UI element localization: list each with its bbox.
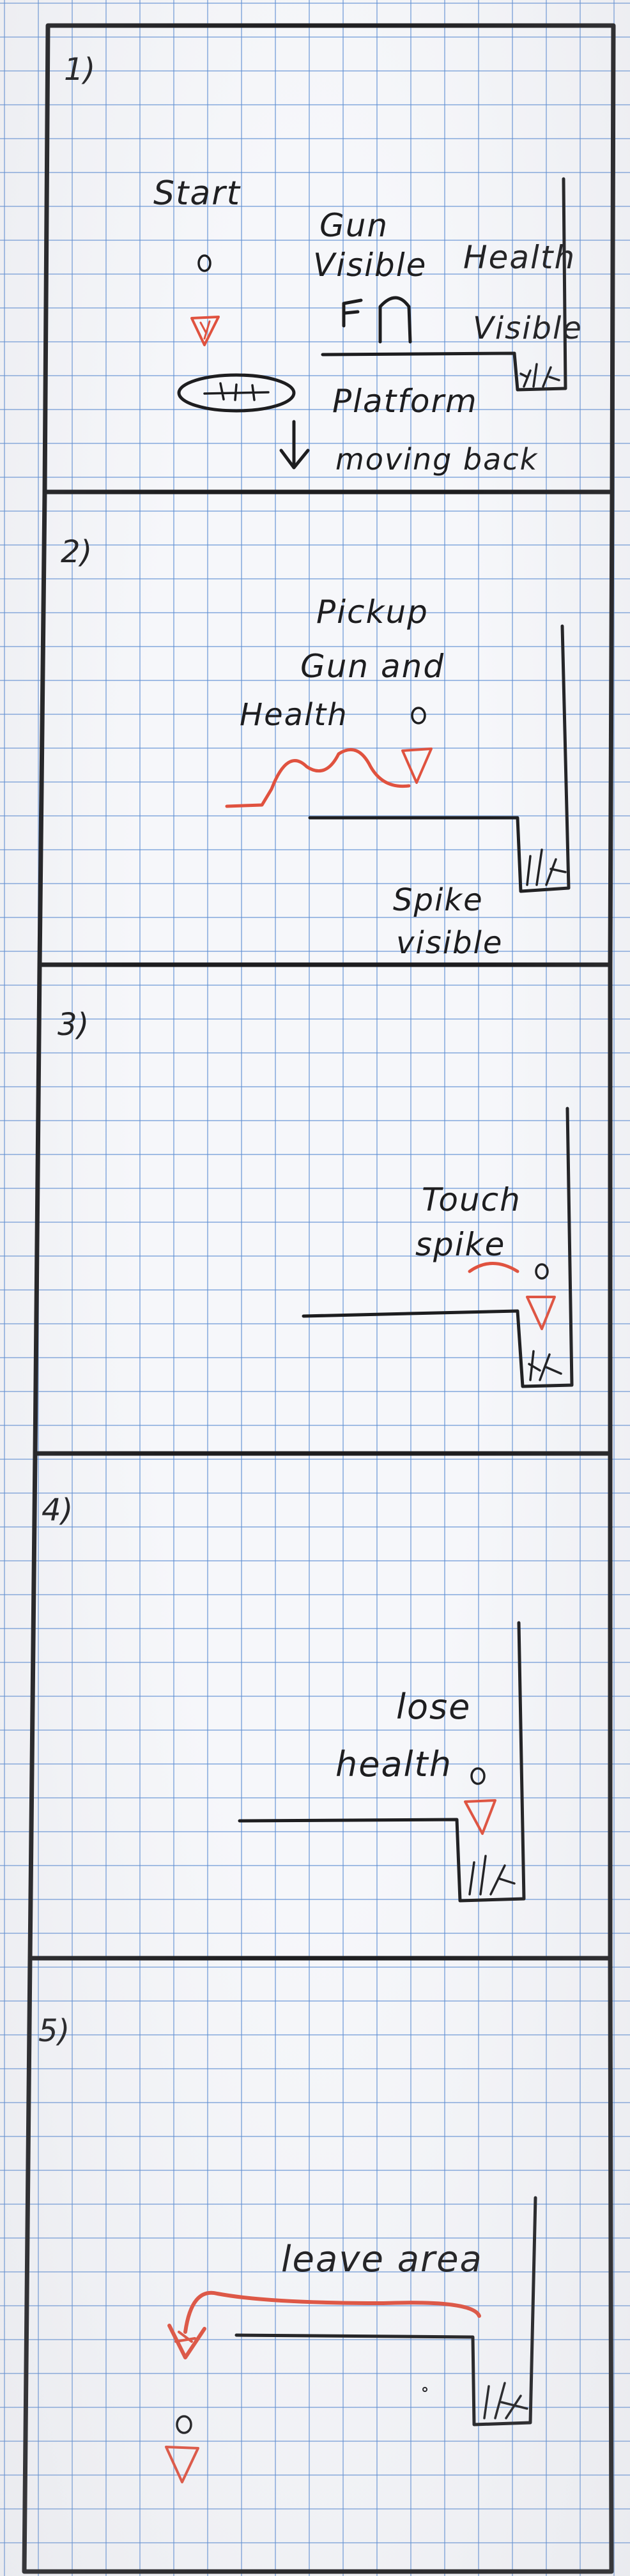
platform-scribble <box>203 382 270 401</box>
panel-frames <box>22 23 616 2574</box>
player-body-red-icon-4 <box>464 1799 496 1835</box>
label-visible-spike: visible <box>396 925 503 961</box>
player-head-icon-5 <box>176 2415 192 2434</box>
label-start: Start <box>153 174 241 213</box>
panel-4-number: 4) <box>42 1492 73 1528</box>
spike-icon-3 <box>528 1350 562 1381</box>
panel-5-number: 5) <box>38 2013 70 2049</box>
floor-line-2 <box>308 624 571 893</box>
floor-line-3 <box>302 1107 574 1388</box>
panel-1-number: 1) <box>64 52 95 88</box>
label-platform: Platform <box>332 383 478 420</box>
leave-arrowhead-red <box>167 2324 206 2359</box>
panel-3-number: 3) <box>58 1007 89 1043</box>
panel-3: 3) Touch spike <box>58 1007 574 1388</box>
jump-path-red <box>225 747 411 808</box>
label-visible-gun: Visible <box>313 247 427 284</box>
panel-5: 5) leave area <box>38 2013 537 2483</box>
floor-line-4 <box>238 1621 526 1903</box>
label-spike: Spike <box>393 882 484 918</box>
panel-1: 1) Start Gun Visible Health Visible Plat… <box>64 52 581 477</box>
player-head-icon <box>197 254 211 272</box>
player-body-red-icon <box>190 316 220 346</box>
label-gun: Gun <box>319 207 388 244</box>
health-pickup-icon <box>378 296 412 344</box>
player-head-icon-2 <box>411 707 426 724</box>
player-head-icon-4 <box>470 1767 486 1785</box>
label-spike-3: spike <box>415 1226 505 1263</box>
panel-5-frame <box>22 1956 614 2574</box>
label-pickup: Pickup <box>316 594 429 631</box>
leave-arrow-red <box>183 2290 481 2334</box>
label-moving-back: moving back <box>335 442 539 477</box>
gun-pickup-icon <box>342 298 363 328</box>
dot-mark <box>422 2387 427 2392</box>
spike-icon-4 <box>468 1855 516 1896</box>
moving-platform-icon <box>177 373 296 413</box>
touch-arc-red <box>468 1262 519 1273</box>
panel-3-frame <box>33 962 613 1456</box>
label-gun-and: Gun and <box>300 648 445 685</box>
label-health-2: Health <box>240 697 348 733</box>
label-health-4: health <box>335 1744 452 1784</box>
label-lose: lose <box>396 1687 471 1727</box>
player-head-icon-3 <box>535 1263 549 1280</box>
player-body-red-icon-5 <box>165 2446 199 2483</box>
spike-icon-2 <box>526 848 567 886</box>
down-arrow-icon <box>279 420 310 470</box>
floor-line-5 <box>234 2196 537 2426</box>
player-body-red-icon-3 <box>526 1296 556 1330</box>
player-body-red-icon-2 <box>401 747 433 784</box>
label-leave-area: leave area <box>281 2239 483 2280</box>
panel-2-number: 2) <box>61 534 92 570</box>
panel-4: 4) lose health <box>42 1492 526 1903</box>
spike-icon <box>519 363 560 388</box>
panel-2: 2) Pickup Gun and Health Spike visible <box>61 534 571 961</box>
label-touch: Touch <box>422 1181 521 1218</box>
spike-icon-5 <box>483 2382 528 2419</box>
label-health: Health <box>463 239 576 276</box>
floor-line <box>321 177 567 392</box>
